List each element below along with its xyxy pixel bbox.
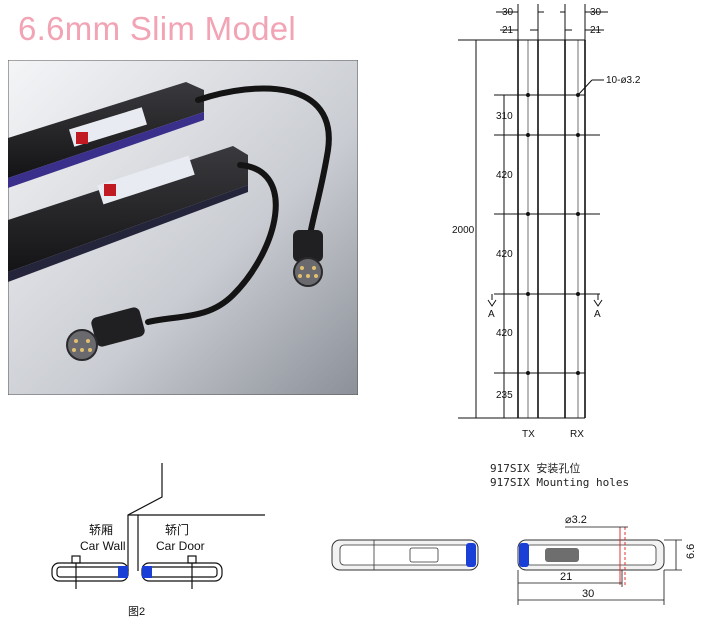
top-dim-21-right: 21 (590, 25, 602, 36)
lens-left (466, 543, 476, 567)
hole-note: 10-ø3.2 (606, 75, 641, 86)
mounting-drawing: 30 21 30 21 10-ø3.2 2000 310 420 420 420… (452, 4, 641, 440)
width-inner-dim: 21 (560, 571, 572, 583)
segment-dim-4: 420 (496, 328, 513, 339)
segment-dim-5: 235 (496, 390, 513, 401)
door-label-cn: 轿门 (165, 522, 189, 537)
door-label-en: Car Door (156, 539, 205, 553)
wall-label-en: Car Wall (80, 539, 126, 553)
segment-dim-2: 420 (496, 170, 513, 181)
door-lens (142, 566, 152, 578)
section-mark-left: A (488, 309, 495, 320)
height-dim: 6.6 (685, 544, 697, 559)
installation-figure: 轿厢 Car Wall 轿门 Car Door 图2 (51, 463, 265, 618)
brand-logo-lower (104, 184, 116, 196)
mounting-notes: 917SIX 安装孔位 917SIX Mounting holes (490, 462, 629, 490)
brand-logo-upper (76, 132, 88, 144)
notes-line-1: 917SIX 安装孔位 (490, 462, 581, 475)
cable-lower (145, 162, 279, 325)
light-curtain-bar-lower (8, 146, 248, 282)
top-dim-21-left: 21 (502, 25, 514, 36)
hole-dim: ⌀3.2 (565, 514, 587, 526)
top-dim-30-left: 30 (502, 7, 514, 18)
page-title: 6.6mm Slim Model (18, 10, 297, 47)
figure-caption: 图2 (128, 605, 145, 618)
width-outer-dim: 30 (582, 588, 594, 600)
notes-line-2: 917SIX Mounting holes (490, 476, 630, 489)
lens-element (545, 548, 579, 562)
wall-label-cn: 轿厢 (89, 522, 113, 537)
light-curtain-bar-upper (8, 82, 204, 188)
connector-upper (293, 230, 323, 287)
top-dim-30-right: 30 (590, 7, 602, 18)
total-length-dim: 2000 (452, 225, 475, 236)
wall-lens (118, 566, 128, 578)
cable-upper (195, 85, 332, 258)
segment-dim-3: 420 (496, 249, 513, 260)
tx-label: TX (522, 429, 535, 440)
section-mark-right: A (594, 309, 601, 320)
rx-label: RX (570, 429, 584, 440)
connector-lower (66, 307, 145, 361)
product-photo (8, 60, 358, 395)
segment-dim-1: 310 (496, 111, 513, 122)
cross-section-drawing: ⌀3.2 21 30 6.6 (331, 514, 697, 605)
lens-right (519, 543, 529, 567)
